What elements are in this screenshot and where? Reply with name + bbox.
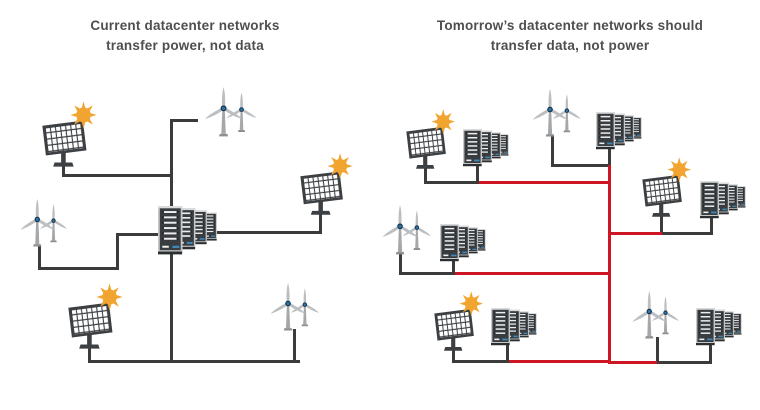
power-line	[710, 216, 713, 235]
left-title-line-2: transfer power, not data	[106, 37, 264, 53]
wind-turbine-icon	[528, 86, 586, 140]
central-datacenter-icon	[158, 206, 220, 258]
power-line	[170, 253, 173, 363]
left-panel-title: Current datacenter networks transfer pow…	[55, 16, 315, 55]
power-line	[293, 329, 296, 363]
power-line	[62, 165, 65, 177]
solar-panel-icon	[434, 290, 486, 352]
power-line	[62, 174, 173, 177]
power-line	[38, 267, 119, 270]
power-line	[424, 181, 479, 184]
wind-turbine-icon	[200, 84, 262, 140]
data-line	[455, 272, 611, 275]
power-line	[656, 361, 712, 364]
power-line	[216, 231, 322, 234]
data-line	[611, 232, 662, 235]
power-line	[551, 164, 611, 167]
power-line	[709, 343, 712, 363]
right-title-line-2: transfer data, not power	[490, 37, 650, 53]
wind-turbine-icon	[266, 280, 324, 334]
wind-turbine-icon	[378, 202, 436, 258]
power-line	[399, 272, 455, 275]
power-line	[608, 147, 611, 167]
data-line	[479, 181, 611, 184]
right-title-line-1: Tomorrow’s datacenter networks should	[436, 18, 704, 33]
power-line	[452, 349, 455, 363]
solar-panel-icon	[406, 108, 458, 170]
wind-turbine-icon	[628, 288, 684, 342]
wind-turbine-icon	[16, 196, 72, 250]
left-title-line-1: Current datacenter networks	[90, 18, 280, 33]
power-line	[452, 258, 455, 275]
datacenter-icon	[440, 224, 488, 264]
power-line	[319, 212, 322, 234]
power-line	[116, 233, 119, 270]
datacenter-icon	[696, 308, 744, 348]
power-line	[116, 233, 162, 236]
data-line	[608, 165, 611, 364]
power-line	[660, 215, 663, 235]
datacenter-icon	[700, 181, 748, 221]
data-line	[611, 361, 657, 364]
power-line	[656, 337, 659, 364]
solar-panel-icon	[642, 156, 694, 218]
solar-panel-icon	[68, 282, 126, 350]
power-line	[452, 360, 509, 363]
power-line	[424, 167, 427, 184]
solar-panel-icon	[300, 152, 356, 216]
power-line	[476, 164, 479, 184]
right-panel-title: Tomorrow’s datacenter networks should tr…	[415, 16, 725, 55]
power-line	[399, 253, 402, 275]
solar-panel-icon	[42, 100, 100, 168]
datacenter-icon	[491, 308, 539, 348]
data-line	[509, 360, 610, 363]
power-line	[88, 346, 91, 363]
power-line	[38, 245, 41, 270]
datacenter-icon	[463, 129, 511, 169]
power-line	[170, 119, 198, 122]
power-line	[170, 119, 173, 209]
power-line	[506, 343, 509, 363]
power-line	[551, 135, 554, 167]
power-line	[88, 360, 300, 363]
datacenter-icon	[596, 112, 644, 152]
power-line	[660, 232, 713, 235]
